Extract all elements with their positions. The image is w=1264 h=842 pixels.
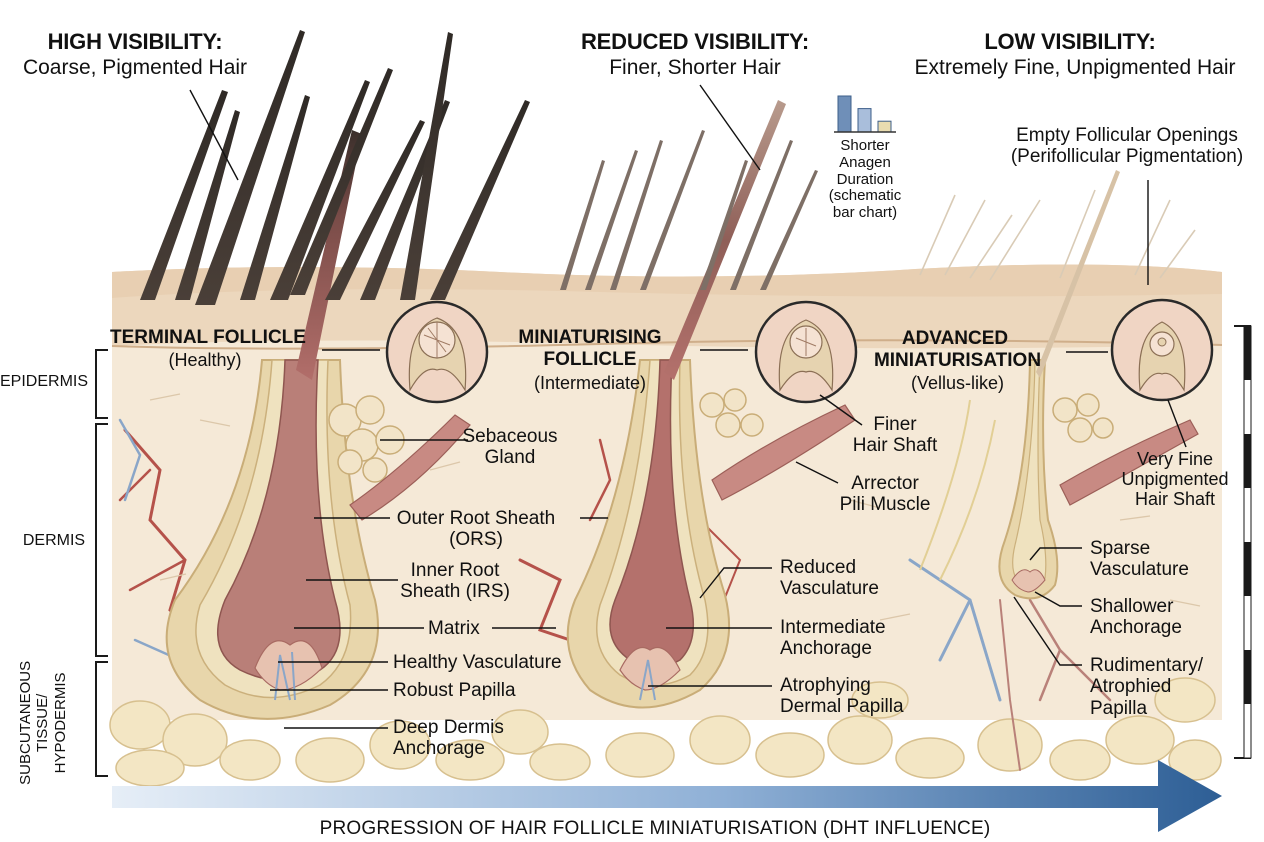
label-sebaceous-2: Gland [484, 447, 536, 469]
label-empty-1: Empty Follicular Openings [1016, 125, 1238, 146]
vellus-hairs [919, 189, 1196, 281]
anagen-bar-chart [834, 95, 896, 133]
advanced-state: (Vellus-like) [910, 373, 1005, 393]
label-hypodermis-3: HYPODERMIS [51, 672, 69, 774]
label-dermis: DERMIS [22, 532, 86, 549]
terminal-follicle [165, 130, 471, 720]
label-hypodermis-2: TISSUE/ [34, 693, 52, 753]
miniaturising-title-1: MINIATURISING [518, 327, 662, 348]
label-arrector-1: Arrector [851, 473, 919, 494]
label-hypodermis: SUBCUTANEOUS TISSUE/ HYPODERMIS [17, 653, 69, 793]
anagen-bar [857, 108, 872, 133]
label-reduced-1: Reduced [780, 557, 857, 578]
anagen-bar [877, 120, 892, 133]
label-arrector-pili: Arrector Pili Muscle [830, 473, 940, 516]
advanced-title-1: ADVANCED [901, 328, 1009, 349]
progression-arrow [112, 760, 1222, 832]
label-atrophying-papilla: Atrophying Dermal Papilla [780, 675, 904, 718]
label-arrector-2: Pili Muscle [839, 494, 931, 516]
anagen-caption-4: (schematic [828, 187, 902, 205]
label-sparse-2: Vasculature [1090, 559, 1189, 581]
anagen-caption-5: bar chart) [832, 204, 898, 222]
advanced-follicle [919, 170, 1199, 600]
label-vfine-2: Unpigmented [1121, 469, 1229, 490]
terminal-follicle-title: TERMINAL FOLLICLE [110, 327, 306, 348]
label-sparse-1: Sparse [1090, 538, 1151, 559]
label-matrix: Matrix [428, 618, 480, 639]
label-ors: Outer Root Sheath (ORS) [390, 508, 562, 551]
label-vfine-3: Hair Shaft [1134, 489, 1216, 510]
anagen-bar [837, 95, 852, 133]
label-finer-shaft: Finer Hair Shaft [840, 414, 950, 457]
epidermis-surface [112, 264, 1222, 298]
advanced-title-2: MINIATURISATION [873, 350, 1042, 371]
label-sebaceous-1: Sebaceous [462, 426, 558, 447]
inset-miniaturising [754, 300, 858, 404]
label-atroph-1: Atrophying [780, 675, 871, 696]
label-rud-1: Rudimentary/ [1090, 655, 1203, 676]
anagen-caption-2: Anagen [839, 153, 891, 171]
label-deep-dermis: Deep Dermis Anchorage [393, 717, 504, 760]
terminal-hairs [140, 30, 530, 305]
label-deep-2: Anchorage [393, 738, 485, 760]
label-irs-2: Sheath (IRS) [400, 581, 510, 603]
header-high-subtitle: Coarse, Pigmented Hair [22, 56, 248, 79]
label-very-fine-shaft: Very Fine Unpigmented Hair Shaft [1112, 449, 1238, 509]
label-vfine-1: Very Fine [1136, 449, 1214, 469]
miniaturising-follicle [566, 100, 856, 709]
anagen-caption-1: Shorter [840, 137, 890, 154]
label-inter-2: Anchorage [780, 638, 872, 660]
label-rud-3: Papilla [1090, 697, 1148, 719]
miniaturising-hairs [560, 130, 818, 290]
label-inter-1: Intermediate [780, 617, 886, 638]
label-reduced-vasculature: Reduced Vasculature [780, 557, 879, 600]
label-rudimentary-papilla: Rudimentary/ Atrophied Papilla [1090, 655, 1203, 719]
header-low-subtitle: Extremely Fine, Unpigmented Hair [914, 56, 1236, 79]
header-high-title: HIGH VISIBILITY: [47, 29, 223, 54]
label-ors-1: Outer Root Sheath [396, 508, 556, 529]
header-low-title: LOW VISIBILITY: [984, 29, 1156, 54]
fat-lobules [109, 677, 1222, 787]
inset-terminal [385, 300, 489, 404]
label-irs-1: Inner Root [410, 560, 500, 581]
anagen-caption-3: Duration [836, 170, 894, 188]
header-reduced-title: REDUCED VISIBILITY: [580, 29, 810, 54]
label-deep-1: Deep Dermis [393, 717, 504, 738]
label-robust-papilla: Robust Papilla [393, 680, 516, 701]
label-atroph-2: Dermal Papilla [780, 696, 904, 718]
label-shallow-1: Shallower [1090, 596, 1174, 617]
label-shallower-anchorage: Shallower Anchorage [1090, 596, 1182, 639]
label-reduced-2: Vasculature [780, 578, 879, 600]
leader-lines [189, 84, 1187, 729]
label-rud-2: Atrophied [1090, 676, 1172, 698]
label-hypodermis-1: SUBCUTANEOUS [17, 660, 35, 785]
header-reduced-subtitle: Finer, Shorter Hair [609, 56, 781, 79]
layer-brackets [95, 349, 108, 777]
depth-scale-bar [1234, 325, 1252, 759]
label-epidermis: EPIDERMIS [0, 373, 89, 390]
label-sparse-vasculature: Sparse Vasculature [1090, 538, 1189, 581]
label-finer-1: Finer [873, 414, 917, 435]
inset-advanced [1110, 298, 1214, 402]
label-intermediate-anchorage: Intermediate Anchorage [780, 617, 886, 660]
label-healthy-vasculature: Healthy Vasculature [393, 652, 562, 673]
label-irs: Inner Root Sheath (IRS) [398, 560, 512, 603]
label-finer-2: Hair Shaft [852, 435, 938, 457]
label-empty-2: (Perifollicular Pigmentation) [1010, 146, 1244, 168]
label-shallow-2: Anchorage [1090, 617, 1182, 639]
terminal-follicle-state: (Healthy) [168, 350, 242, 370]
miniaturising-state: (Intermediate) [533, 373, 647, 393]
label-empty-openings: Empty Follicular Openings (Perifollicula… [1000, 125, 1254, 168]
progression-caption: PROGRESSION OF HAIR FOLLICLE MINIATURISA… [319, 818, 991, 839]
label-sebaceous: Sebaceous Gland [462, 426, 558, 469]
miniaturising-title-2: FOLLICLE [543, 349, 637, 370]
anagen-caption: Shorter Anagen Duration (schematic bar c… [815, 137, 915, 222]
label-ors-2: (ORS) [449, 529, 503, 551]
